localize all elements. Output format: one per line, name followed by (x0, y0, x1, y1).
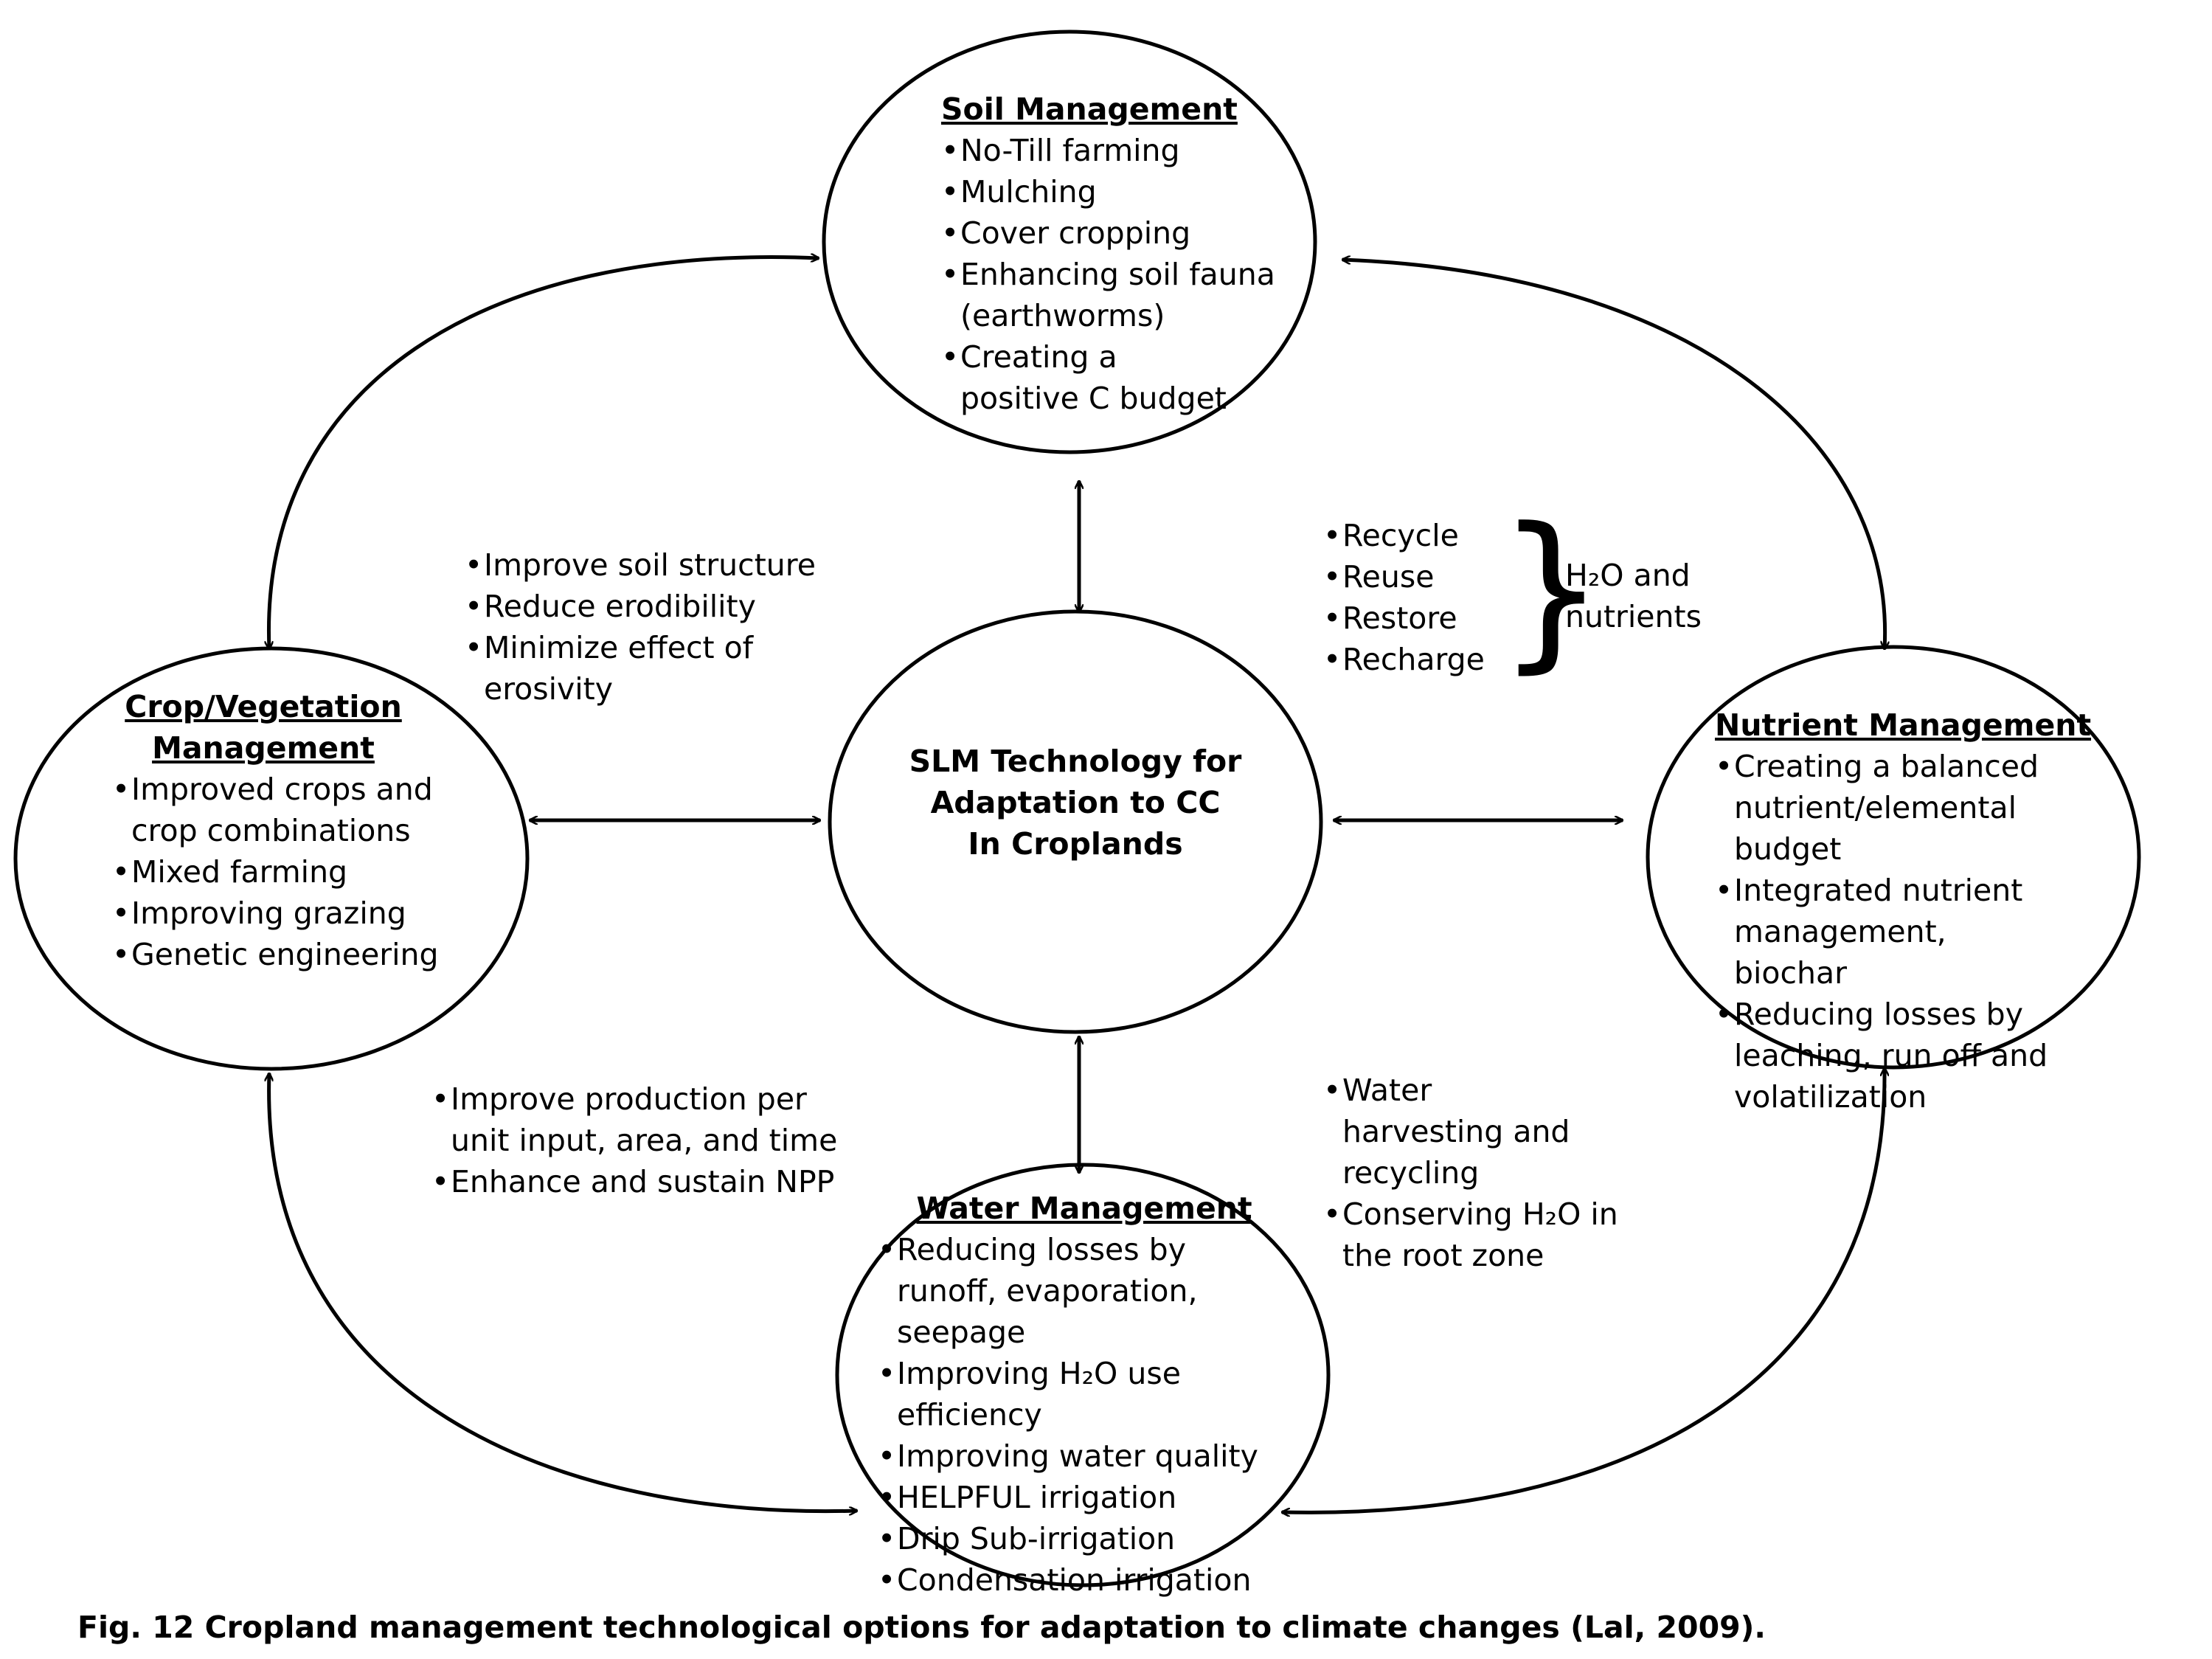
list-item: Recycle (1323, 515, 1500, 556)
center-title-line1: SLM Technology for (909, 744, 1242, 779)
list-item: Cover cropping (941, 212, 1339, 254)
list-item: Drip Sub-irrigation (878, 1518, 1320, 1559)
crop-water-note: Improve production per unit input, area,… (431, 1078, 859, 1202)
list-item: Reducing losses by leaching, run off and… (1715, 994, 2051, 1118)
list-item: Improving water quality (878, 1435, 1320, 1477)
list-item: Condensation irrigation (878, 1559, 1320, 1601)
water-management-list: Reducing losses by runoff, evaporation, … (878, 1229, 1320, 1601)
list-item: No-Till farming (941, 130, 1339, 171)
h2o-nutrients-label-line1: H₂O and (1565, 558, 1691, 593)
nutrient-management-title: Nutrient Management (1715, 707, 2092, 743)
soil-nutrient-note-list: Recycle Reuse Restore Recharge (1323, 515, 1500, 680)
arrow-soil-crop (268, 257, 819, 649)
list-item: Reducing losses by runoff, evaporation, … (878, 1229, 1295, 1353)
list-item: Reuse (1323, 556, 1500, 598)
list-item: Genetic engineering (112, 934, 444, 975)
list-item: Recharge (1323, 639, 1500, 680)
h2o-nutrients-label-line2: nutrients (1565, 599, 1702, 634)
list-item: Enhance and sustain NPP (431, 1161, 859, 1202)
nutrient-management-block: Nutrient Management Creating a balanced … (1715, 704, 2113, 1118)
list-item: Mulching (941, 171, 1339, 212)
list-item: Improve production per unit input, area,… (431, 1078, 871, 1161)
list-item: Water harvesting and recycling (1323, 1070, 1593, 1194)
water-management-title: Water Management (916, 1191, 1252, 1226)
arrow-soil-nutrient (1342, 260, 1885, 649)
arrow-nutrient-water (1282, 1068, 1885, 1512)
soil-management-block: Soil Management No-Till farming Mulching… (941, 89, 1339, 419)
list-item: Enhancing soil fauna (earthworms) (941, 254, 1277, 336)
crop-management-block: Crop/Vegetation Management Improved crop… (112, 686, 444, 975)
center-title-line3: In Croplands (968, 826, 1183, 862)
crop-management-title-line2: Management (152, 730, 375, 766)
list-item: Improving H₂O use efficiency (878, 1353, 1320, 1435)
list-item: Improve soil structure (465, 544, 878, 586)
soil-management-list: No-Till farming Mulching Cover cropping … (941, 130, 1339, 419)
list-item: Improved crops and crop combinations (112, 769, 434, 851)
list-item: Creating a positive C budget (941, 336, 1241, 419)
nutrient-management-list: Creating a balanced nutrient/elemental b… (1715, 746, 2113, 1118)
crop-water-note-list: Improve production per unit input, area,… (431, 1078, 859, 1202)
water-management-block: Water Management Reducing losses by runo… (878, 1188, 1320, 1601)
list-item: Mixed farming (112, 851, 444, 893)
list-item: Reduce erodibility (465, 586, 878, 627)
soil-nutrient-note: Recycle Reuse Restore Recharge (1323, 515, 1500, 680)
list-item: Creating a balanced nutrient/elemental b… (1715, 746, 2125, 870)
figure-caption: Fig. 12 Cropland management technologica… (77, 1610, 1766, 1645)
list-item: Integrated nutrient management, biochar (1715, 870, 2044, 994)
curly-brace: } (1497, 492, 1606, 689)
arrow-crop-water (269, 1073, 857, 1511)
list-item: HELPFUL irrigation (878, 1477, 1320, 1518)
water-nutrient-note: Water harvesting and recycling Conservin… (1323, 1070, 1618, 1276)
water-nutrient-note-list: Water harvesting and recycling Conservin… (1323, 1070, 1618, 1276)
crop-management-list: Improved crops and crop combinations Mix… (112, 769, 444, 975)
h2o-nutrients-label: H₂O and nutrients (1565, 555, 1742, 637)
soil-crop-note-list: Improve soil structure Reduce erodibilit… (465, 544, 878, 710)
crop-management-title-line1: Crop/Vegetation (125, 689, 402, 724)
list-item: Improving grazing (112, 893, 444, 934)
soil-management-title: Soil Management (941, 91, 1238, 127)
list-item: Restore (1323, 598, 1500, 639)
soil-crop-note: Improve soil structure Reduce erodibilit… (465, 544, 878, 710)
list-item: Minimize effect of erosivity (465, 627, 878, 710)
center-block: SLM Technology for Adaptation to CC In C… (884, 741, 1267, 865)
center-title-line2: Adaptation to CC (930, 785, 1221, 820)
list-item: Conserving H₂O in the root zone (1323, 1194, 1623, 1276)
